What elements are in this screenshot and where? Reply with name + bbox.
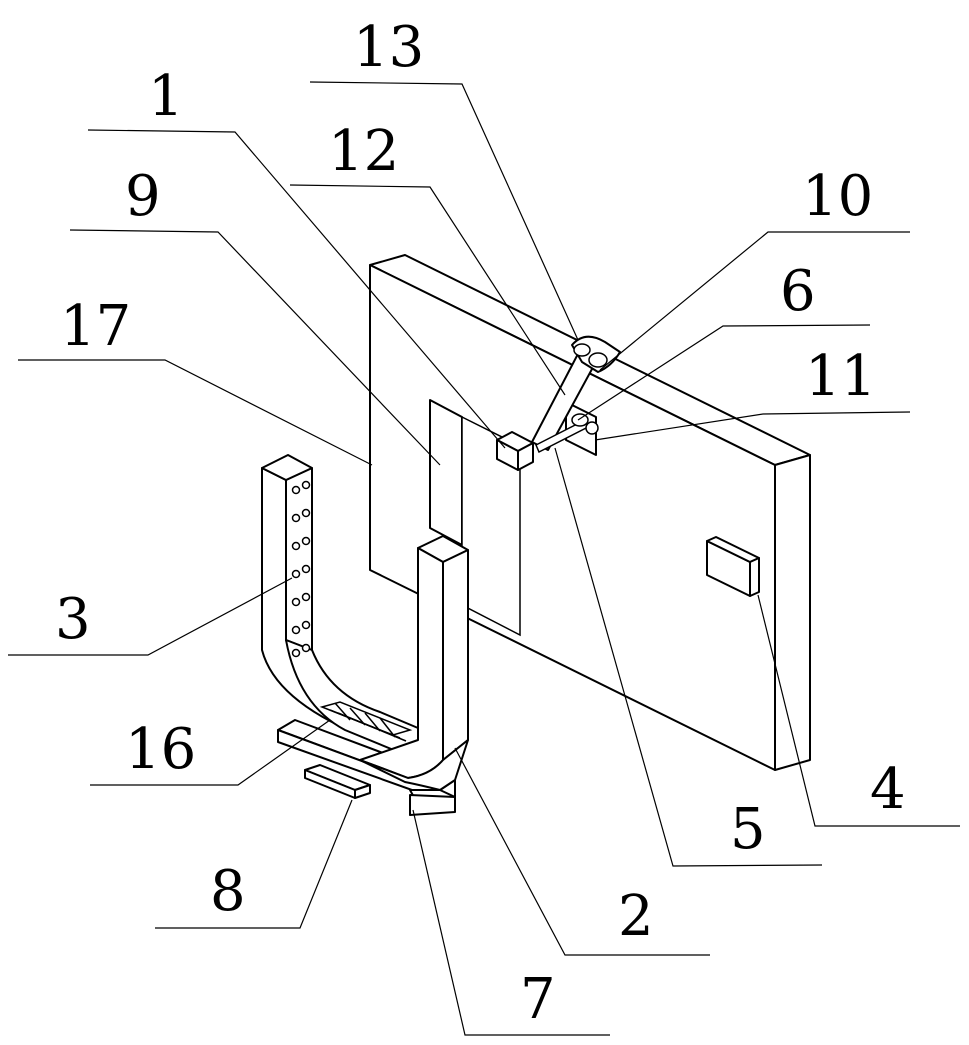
callout-3: 3 (55, 587, 91, 652)
callout-9: 9 (125, 164, 161, 229)
callout-12: 12 (328, 119, 399, 184)
callout-5: 5 (730, 797, 766, 862)
callout-2: 2 (618, 884, 654, 949)
callout-10: 10 (802, 164, 873, 229)
callout-16: 16 (125, 717, 196, 782)
callout-17: 17 (60, 294, 131, 359)
callout-8: 8 (210, 859, 246, 924)
callout-1: 1 (148, 64, 184, 129)
callout-6: 6 (780, 259, 816, 324)
callout-7: 7 (520, 967, 556, 1032)
callout-13: 13 (353, 15, 424, 80)
callout-11: 11 (805, 344, 876, 409)
callout-4: 4 (870, 757, 906, 822)
